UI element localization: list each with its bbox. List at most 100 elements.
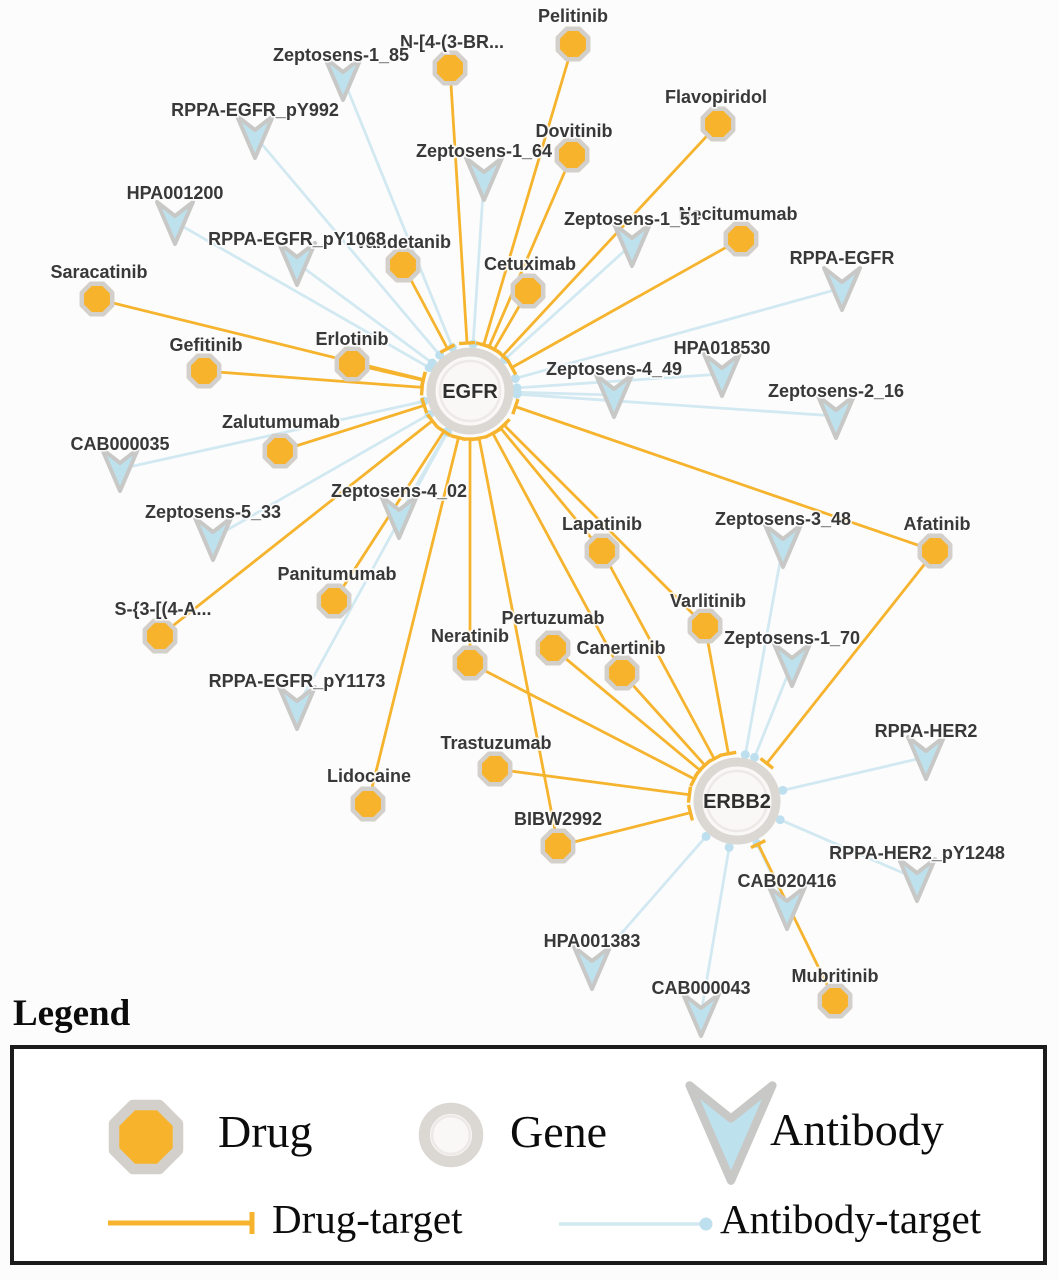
gene-node-erbb2 <box>693 757 781 845</box>
drug-target-edge <box>203 369 423 389</box>
antibody-node-zeptosens-1-51 <box>612 222 652 268</box>
antibody-edge-endpoint <box>724 842 734 852</box>
drug-legend-icon <box>108 1099 184 1175</box>
drug-node-zalutumumab <box>262 433 298 469</box>
antibody-target-edge <box>471 177 486 345</box>
antibody-target-edge <box>782 755 927 792</box>
drug-node-s-3-4-a <box>142 618 178 654</box>
drug-label-varlitinib: Varlitinib <box>670 591 746 611</box>
antibody-node-zeptosens-1-85 <box>323 56 363 102</box>
antibody-node-hpa001200 <box>155 200 195 246</box>
antibody-label-rppa-her2-py1248: RPPA-HER2_pY1248 <box>829 843 1005 863</box>
antibody-label-zeptosens-1-51: Zeptosens-1_51 <box>564 209 700 229</box>
drug-edge-tbar <box>697 758 713 772</box>
antibody-edge-endpoint <box>510 373 520 383</box>
drug-edge-tbar <box>506 359 518 376</box>
antibody-label-cab000035: CAB000035 <box>70 434 169 454</box>
antibody-node-hpa001383 <box>572 945 612 991</box>
drug-edge-tbar <box>686 786 693 803</box>
antibody-target-edge <box>212 413 430 540</box>
gene-legend-icon <box>418 1102 484 1168</box>
drug-node-afatinib <box>917 533 953 569</box>
antibody-label-zeptosens-4-02: Zeptosens-4_02 <box>331 481 467 501</box>
antibody-target-edge <box>341 77 454 348</box>
drug-label-trastuzumab: Trastuzumab <box>440 733 551 753</box>
antibody-node-rppa-egfr-py1173 <box>277 685 317 731</box>
drug-label-pelitinib: Pelitinib <box>538 6 608 26</box>
antibody-label-zeptosens-1-64: Zeptosens-1_64 <box>416 141 552 161</box>
antibody-node-rppa-her2-py1248 <box>897 857 937 903</box>
drug-edge-tbar <box>458 340 476 346</box>
drug-node-varlitinib <box>687 608 723 644</box>
antibody-edge-endpoint <box>701 831 711 841</box>
drug-edge-tbar <box>426 413 439 429</box>
antibody-label-cab000043: CAB000043 <box>651 978 750 998</box>
antibody-node-rppa-egfr-py1068 <box>277 241 317 287</box>
drug-label-afatinib: Afatinib <box>904 514 971 534</box>
drug-edge-tbar <box>484 427 501 439</box>
drug-label-panitumumab: Panitumumab <box>277 564 396 584</box>
antibody-target-edge <box>296 261 434 365</box>
antibody-node-zeptosens-4-02 <box>379 494 419 540</box>
antibody-node-rppa-her2 <box>906 735 946 781</box>
drug-target-edge <box>600 550 716 760</box>
antibody-node-cab000035 <box>100 447 140 493</box>
antibody-node-zeptosens-1-70 <box>772 642 812 688</box>
drug-target-edge <box>494 767 690 797</box>
drug-target-edge <box>620 672 706 767</box>
drug-node-trastuzumab <box>477 751 513 787</box>
drug-target-edge <box>366 437 460 805</box>
drug-node-canertinib <box>604 655 640 691</box>
drug-label-s-3-4-a: S-{3-[(4-A... <box>114 599 211 619</box>
antibody-edge-endpoint <box>775 815 785 825</box>
drug-target-edge <box>514 405 936 553</box>
drug-node-gefitinib <box>186 353 222 389</box>
legend-antibody-target-label: Antibody-target <box>720 1196 982 1242</box>
antibody-label-zeptosens-4-49: Zeptosens-4_49 <box>546 359 682 379</box>
antibody-target-edge <box>516 390 615 397</box>
drug-node-panitumumab <box>316 583 352 619</box>
antibody-label-zeptosens-2-16: Zeptosens-2_16 <box>768 381 904 401</box>
antibody-target-edge-sample <box>559 1217 713 1231</box>
antibody-node-zeptosens-4-49 <box>594 373 634 419</box>
drug-target-edge <box>477 437 560 847</box>
drug-label-flavopiridol: Flavopiridol <box>665 87 767 107</box>
drug-target-edge <box>482 43 575 346</box>
drug-target-edge <box>501 123 720 357</box>
drug-target-edge <box>487 154 574 348</box>
drug-target-edge <box>279 404 425 453</box>
antibody-target-edge <box>295 431 449 708</box>
drug-node-lidocaine <box>350 786 386 822</box>
drug-label-pertuzumab: Pertuzumab <box>501 608 604 628</box>
drug-node-saracatinib <box>79 281 115 317</box>
antibody-target-edge <box>174 220 430 369</box>
drug-label-erlotinib: Erlotinib <box>316 329 389 349</box>
antibody-node-rppa-egfr-py992 <box>235 114 275 160</box>
drug-node-mubritinib <box>817 983 853 1019</box>
drug-node-necitumumab <box>723 221 759 257</box>
drug-label-saracatinib: Saracatinib <box>50 262 147 282</box>
antibody-label-rppa-egfr-py1068: RPPA-EGFR_pY1068 <box>208 229 386 249</box>
antibody-target-edge <box>753 663 794 758</box>
drug-edge-tbar <box>759 757 775 770</box>
antibody-target-edge <box>699 847 731 1015</box>
antibody-edge-endpoint <box>740 750 750 760</box>
node-layer <box>79 26 953 1038</box>
drug-target-edge <box>703 625 730 755</box>
drug-node-lapatinib <box>584 533 620 569</box>
drug-label-necitumumab: Necitumumab <box>678 204 797 224</box>
antibody-edge-endpoint <box>778 785 788 795</box>
drug-label-mubritinib: Mubritinib <box>792 966 879 986</box>
antibody-label-cab020416: CAB020416 <box>737 871 836 891</box>
drug-node-erlotinib <box>334 346 370 382</box>
antibody-edge-endpoint <box>750 752 760 762</box>
drug-target-edge <box>159 419 434 638</box>
antibody-label-zeptosens-1-70: Zeptosens-1_70 <box>724 628 860 648</box>
antibody-label-zeptosens-3-48: Zeptosens-3_48 <box>715 509 851 529</box>
antibody-label-rppa-egfr-py1173: RPPA-EGFR_pY1173 <box>209 671 386 691</box>
drug-label-canertinib: Canertinib <box>576 638 665 658</box>
antibody-label-zeptosens-5-33: Zeptosens-5_33 <box>145 502 281 522</box>
drug-node-dovitinib <box>554 137 590 173</box>
